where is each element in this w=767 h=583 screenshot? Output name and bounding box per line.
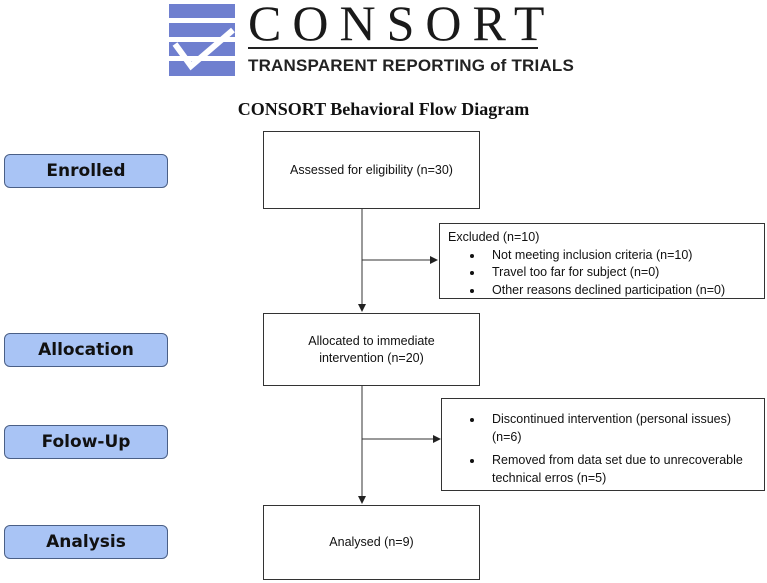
followup-losses-list: Discontinued intervention (personal issu… bbox=[442, 411, 756, 487]
excluded-item: Travel too far for subject (n=0) bbox=[484, 264, 756, 282]
stage-enrolled-label: Enrolled bbox=[46, 161, 126, 181]
diagram-title: CONSORT Behavioral Flow Diagram bbox=[237, 99, 530, 119]
excluded-heading: Excluded (n=10) bbox=[448, 230, 540, 244]
analysed-text: Analysed (n=9) bbox=[329, 535, 414, 550]
stage-analysis: Analysis bbox=[4, 525, 168, 559]
stage-follow-up: Folow-Up bbox=[4, 425, 168, 459]
stage-allocation: Allocation bbox=[4, 333, 168, 367]
logo-wordmark: CONSORT bbox=[248, 0, 556, 51]
assessed-text: Assessed for eligibility (n=30) bbox=[290, 162, 453, 177]
stage-follow-up-label: Folow-Up bbox=[41, 432, 131, 452]
logo-tagline: TRANSPARENT REPORTING of TRIALS bbox=[248, 56, 575, 75]
excluded-list: Not meeting inclusion criteria (n=10) Tr… bbox=[448, 247, 756, 300]
consort-logo-mark bbox=[169, 4, 235, 76]
stage-analysis-label: Analysis bbox=[46, 532, 126, 552]
excluded-box: Excluded (n=10) Not meeting inclusion cr… bbox=[439, 223, 765, 299]
allocated-text: Allocated to immediate intervention (n=2… bbox=[308, 333, 435, 365]
logo-divider bbox=[248, 47, 538, 49]
followup-loss-item: Removed from data set due to unrecoverab… bbox=[484, 452, 756, 487]
stage-enrolled: Enrolled bbox=[4, 154, 168, 188]
followup-losses-box: Discontinued intervention (personal issu… bbox=[441, 398, 765, 491]
followup-loss-item: Discontinued intervention (personal issu… bbox=[484, 411, 756, 446]
assessed-box: Assessed for eligibility (n=30) bbox=[263, 131, 480, 209]
analysed-box: Analysed (n=9) bbox=[263, 505, 480, 580]
allocated-box: Allocated to immediate intervention (n=2… bbox=[263, 313, 480, 386]
stage-allocation-label: Allocation bbox=[38, 340, 134, 360]
excluded-item: Other reasons declined participation (n=… bbox=[484, 282, 756, 300]
excluded-item: Not meeting inclusion criteria (n=10) bbox=[484, 247, 756, 265]
